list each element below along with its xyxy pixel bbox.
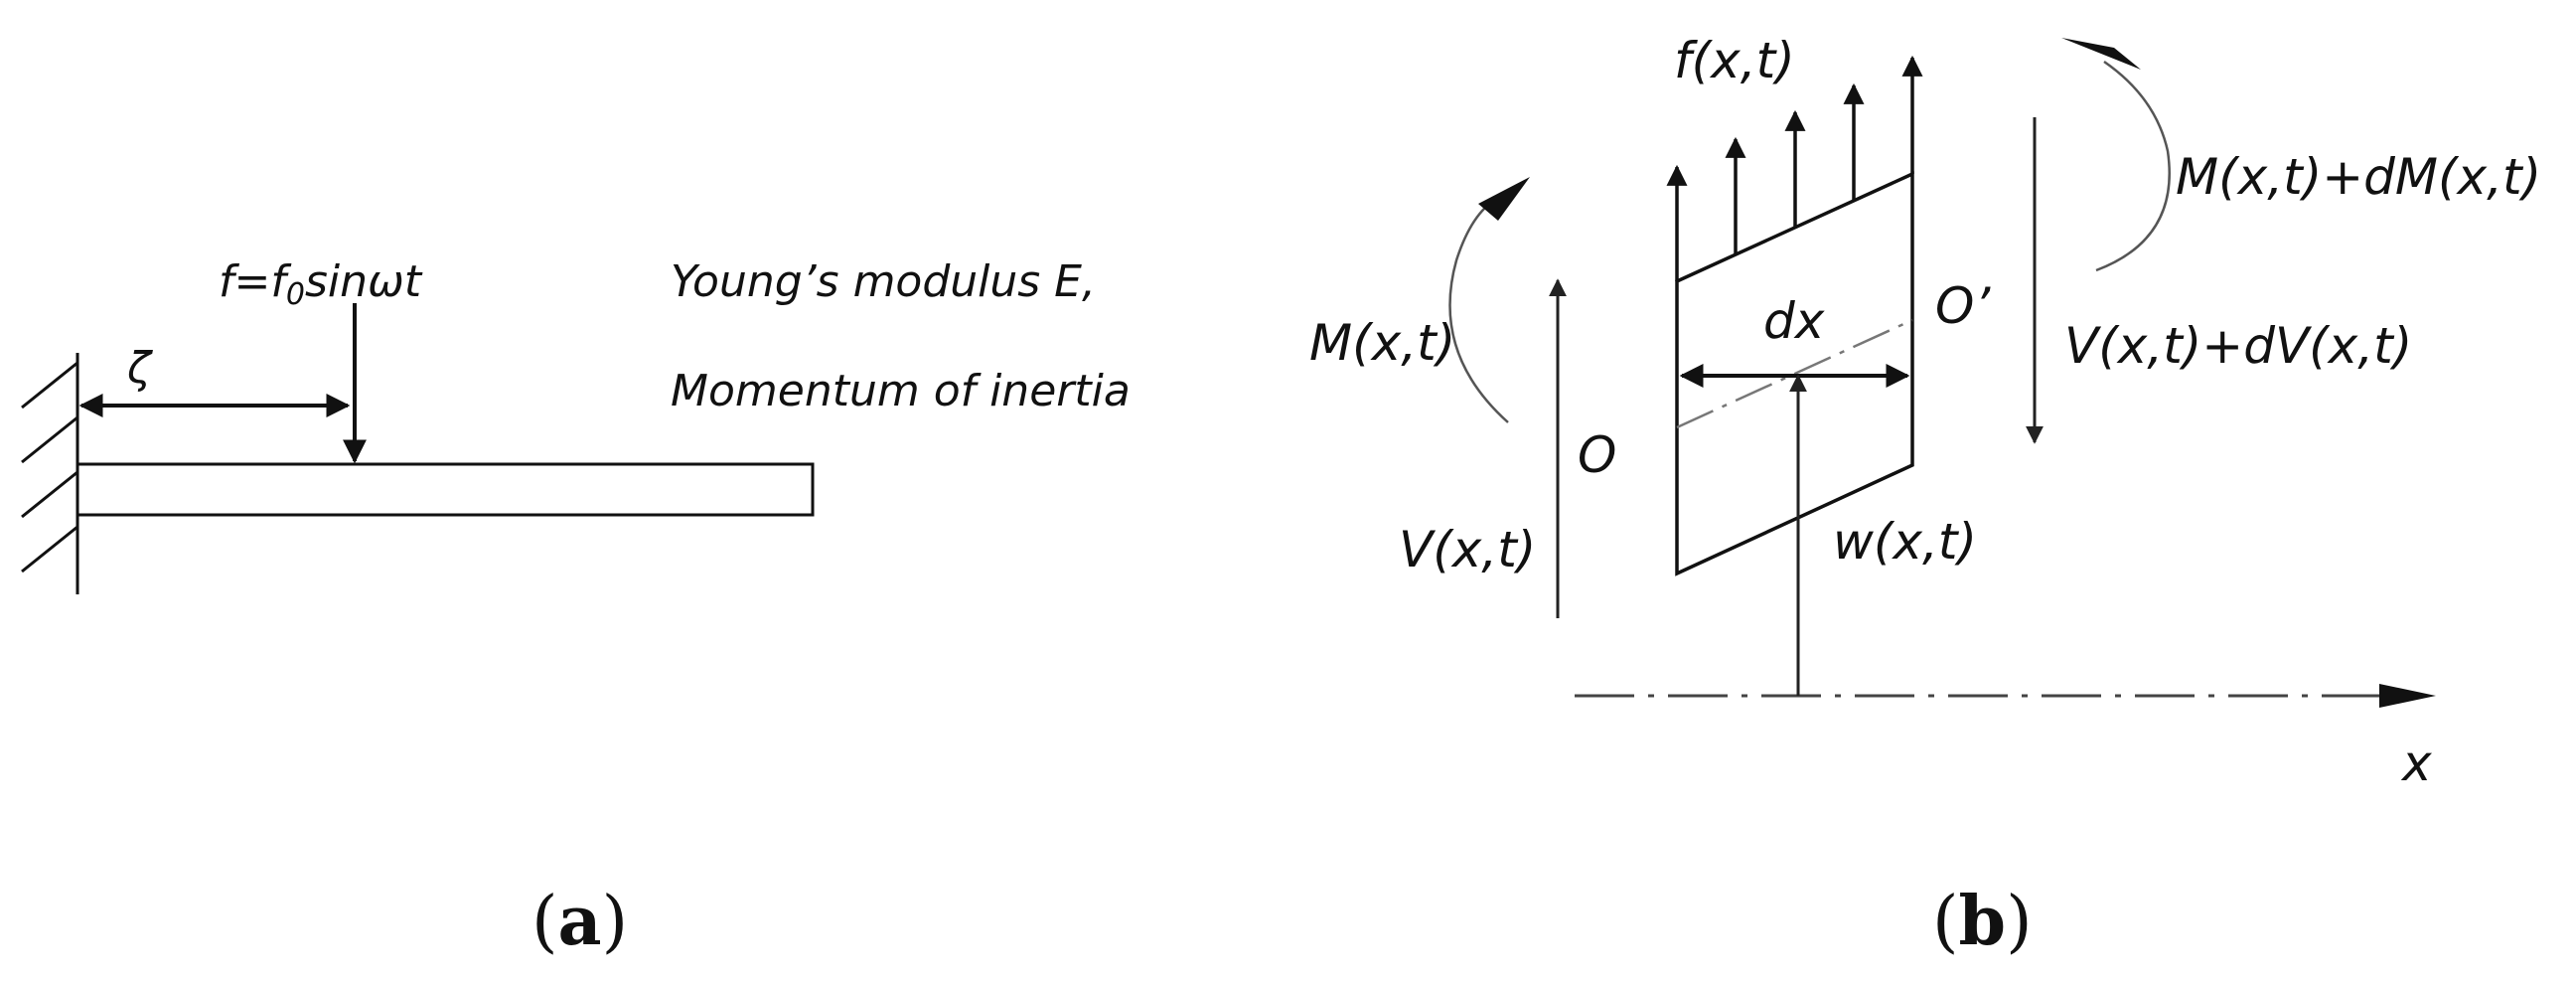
beam-element bbox=[1675, 171, 1914, 576]
deflection-label: w(x,t) bbox=[1833, 513, 1977, 571]
left-shear-label: V(x,t) bbox=[1399, 521, 1536, 578]
caption-a: (a) bbox=[531, 882, 628, 961]
right-moment-arc bbox=[2095, 60, 2171, 272]
distributed-load-label: f(x,t) bbox=[1674, 32, 1795, 89]
caption-b: (b) bbox=[1932, 882, 2033, 961]
right-shear-label: V(x,t)+dV(x,t) bbox=[2064, 317, 2412, 375]
origin-o-label: O bbox=[1578, 426, 1616, 484]
left-moment-arc bbox=[1448, 195, 1509, 423]
panel-a: ζ f=f0sinωt Young’s modulus E, Momentum … bbox=[21, 256, 1131, 961]
left-moment-arrowhead bbox=[1478, 177, 1530, 221]
youngs-modulus-label: Young’s modulus E, bbox=[671, 256, 1096, 307]
right-moment-arrowhead bbox=[2061, 38, 2141, 70]
cantilever-beam bbox=[76, 462, 815, 517]
dx-label: dx bbox=[1763, 292, 1825, 350]
panel-b: x dx f(x,t) w(x,t) V(x,t) O V(x,t)+dV(x,… bbox=[1309, 32, 2541, 961]
zeta-label: ζ bbox=[126, 343, 153, 394]
wall-hatch bbox=[21, 361, 78, 574]
distributed-load-arrows bbox=[1666, 55, 1923, 281]
right-moment-label: M(x,t)+dM(x,t) bbox=[2176, 148, 2541, 206]
x-axis-arrowhead bbox=[2379, 684, 2436, 708]
left-moment-label: M(x,t) bbox=[1309, 314, 1455, 372]
origin-o-prime-label: O’ bbox=[1935, 277, 1991, 335]
force-label: f=f0sinωt bbox=[219, 256, 423, 312]
x-axis-label: x bbox=[2400, 735, 2432, 792]
moment-of-inertia-label: Momentum of inertia bbox=[671, 366, 1131, 416]
